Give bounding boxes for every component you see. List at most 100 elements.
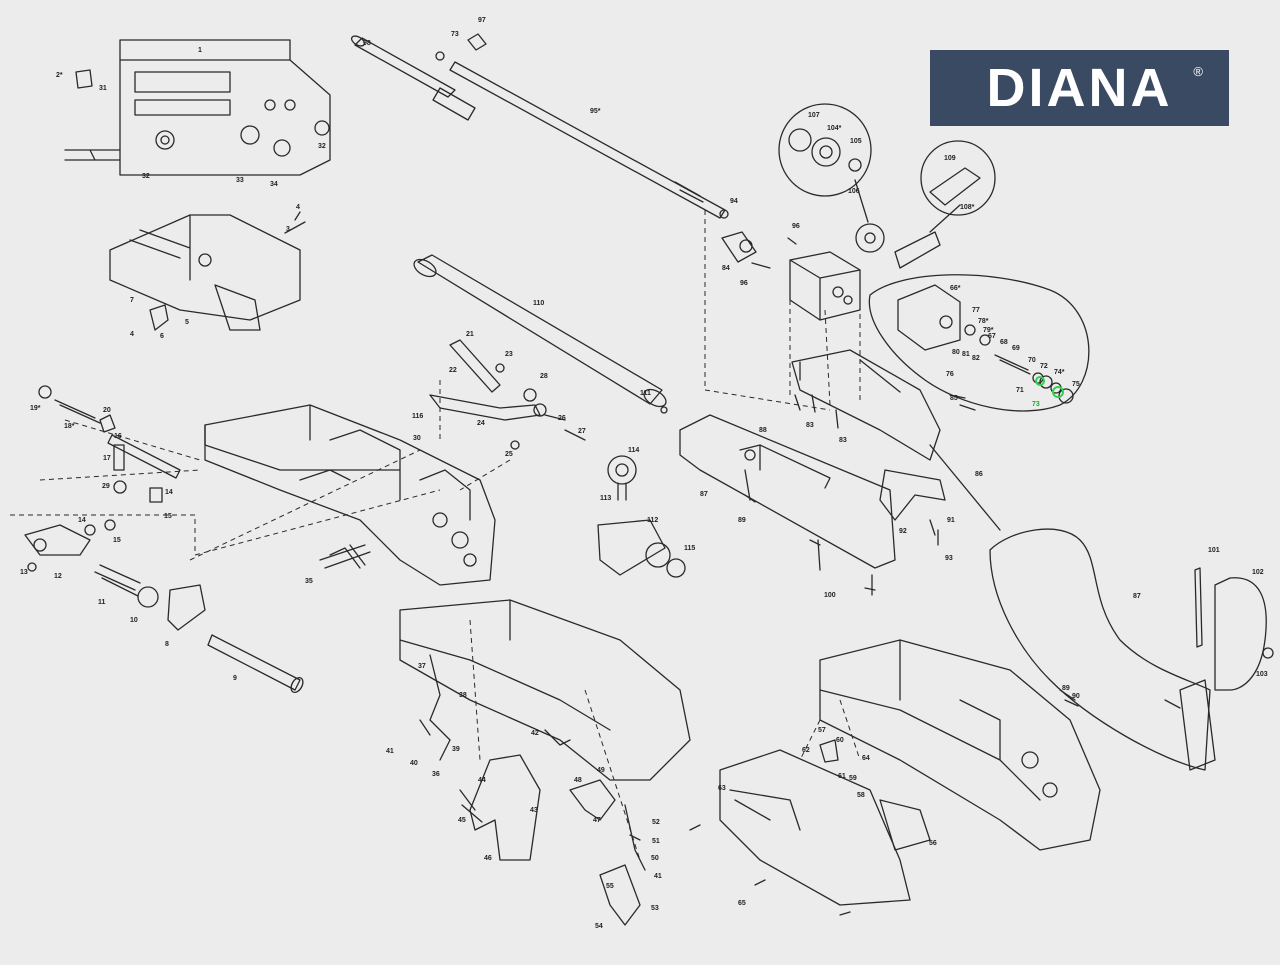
part-label: 86 [975,471,983,478]
part-label: 15 [113,537,121,544]
part-label: 76 [946,371,954,378]
part-label: 14 [165,489,173,496]
part-label: 3 [286,226,290,233]
part-label: 18* [64,423,75,430]
part-label: 28 [540,373,548,380]
part-label: 37 [418,663,426,670]
part-label: 32 [318,143,326,150]
part-label: 115 [684,545,695,552]
part-label: 23 [505,351,513,358]
part-label: 97 [478,17,486,24]
part-label: 98 [363,40,371,47]
part-label: 54 [595,923,603,930]
part-label: 82 [972,355,980,362]
part-label: 4 [296,204,300,211]
part-label: 69 [1012,345,1020,352]
part-label: 49 [597,767,605,774]
part-label: 113 [600,495,611,502]
part-label: 61 [838,773,846,780]
part-label: 62 [802,747,810,754]
part-label: 13 [20,569,28,576]
part-label: 96 [792,223,800,230]
part-label: 80 [952,349,960,356]
part-label: 95* [590,108,601,115]
part-label: 66* [950,285,961,292]
part-label: 9 [233,675,237,682]
valve-drawing [597,455,686,578]
part-label: 47 [593,817,601,824]
part-label: 12 [54,573,62,580]
part-label: 20 [103,407,111,414]
part-label: 78* [978,318,989,325]
part-label: 83 [839,437,847,444]
part-label: 15 [164,513,172,520]
part-label: 67 [988,333,996,340]
part-label: 43 [530,807,538,814]
part-label: 45 [458,817,466,824]
part-label: 116 [412,413,423,420]
logo-text: DIANA [986,58,1173,118]
part-label: 89 [738,517,746,524]
part-label: 8 [165,641,169,648]
part-label: 68 [1000,339,1008,346]
receiver-section-drawing [109,211,306,331]
part-label: 110 [533,300,544,307]
part-label: 42 [531,730,539,737]
part-label: 2* [56,72,63,79]
part-label: 87 [1133,593,1141,600]
part-label: 88 [759,427,767,434]
part-label: 77 [972,307,980,314]
part-label: 87 [700,491,708,498]
part-label: 96 [740,280,748,287]
part-label: 27 [578,428,586,435]
part-label: 84 [722,265,730,272]
part-label: 79* [983,327,994,334]
part-label: 24 [477,420,485,427]
part-label: 93 [945,555,953,562]
part-label: 39 [452,746,460,753]
part-label: 107 [808,112,820,119]
part-label: 104* [827,125,842,132]
part-label: 30 [413,435,421,442]
part-label: 105 [850,138,862,145]
part-label: 89 [1062,685,1070,692]
part-label: 111 [640,390,651,397]
part-label: 48 [574,777,582,784]
part-label: 52 [652,819,660,826]
part-label: 16 [114,433,122,440]
part-label: 35 [305,578,313,585]
small-parts-drawing [24,385,371,694]
part-label: 4 [130,331,134,338]
part-label: 40 [410,760,418,767]
part-label: 81 [962,351,970,358]
part-label: 106 [848,188,860,195]
fore-stock-drawing [679,414,896,596]
part-label: 71 [1016,387,1024,394]
part-label: 53 [651,905,659,912]
part-label: 7 [130,297,134,304]
part-label: 38 [459,692,467,699]
part-labels: 12*313233343297739895*94849696107104*105… [20,17,1268,930]
part-label: 6 [160,333,164,340]
part-label: 59 [849,775,857,782]
main-receiver-drawing [204,404,496,586]
part-label: 92 [899,528,907,535]
magazine-bubble [778,103,996,269]
part-label: 21 [466,331,474,338]
barrel-drawing [350,33,729,219]
part-label: 55 [606,883,614,890]
part-label: 5 [185,319,189,326]
part-label: 103 [1256,671,1268,678]
part-label: 109 [944,155,956,162]
part-label: 70 [1028,357,1036,364]
part-label: 44 [478,777,486,784]
part-label: 17 [103,455,111,462]
part-label: 72 [1040,363,1048,370]
upper-receiver-drawing [791,349,1001,531]
part-label: 50 [651,855,659,862]
diana-logo: DIANA ® [930,50,1229,126]
part-label: 101 [1208,547,1220,554]
part-label: 41 [386,748,394,755]
part-label: 1 [198,47,202,54]
